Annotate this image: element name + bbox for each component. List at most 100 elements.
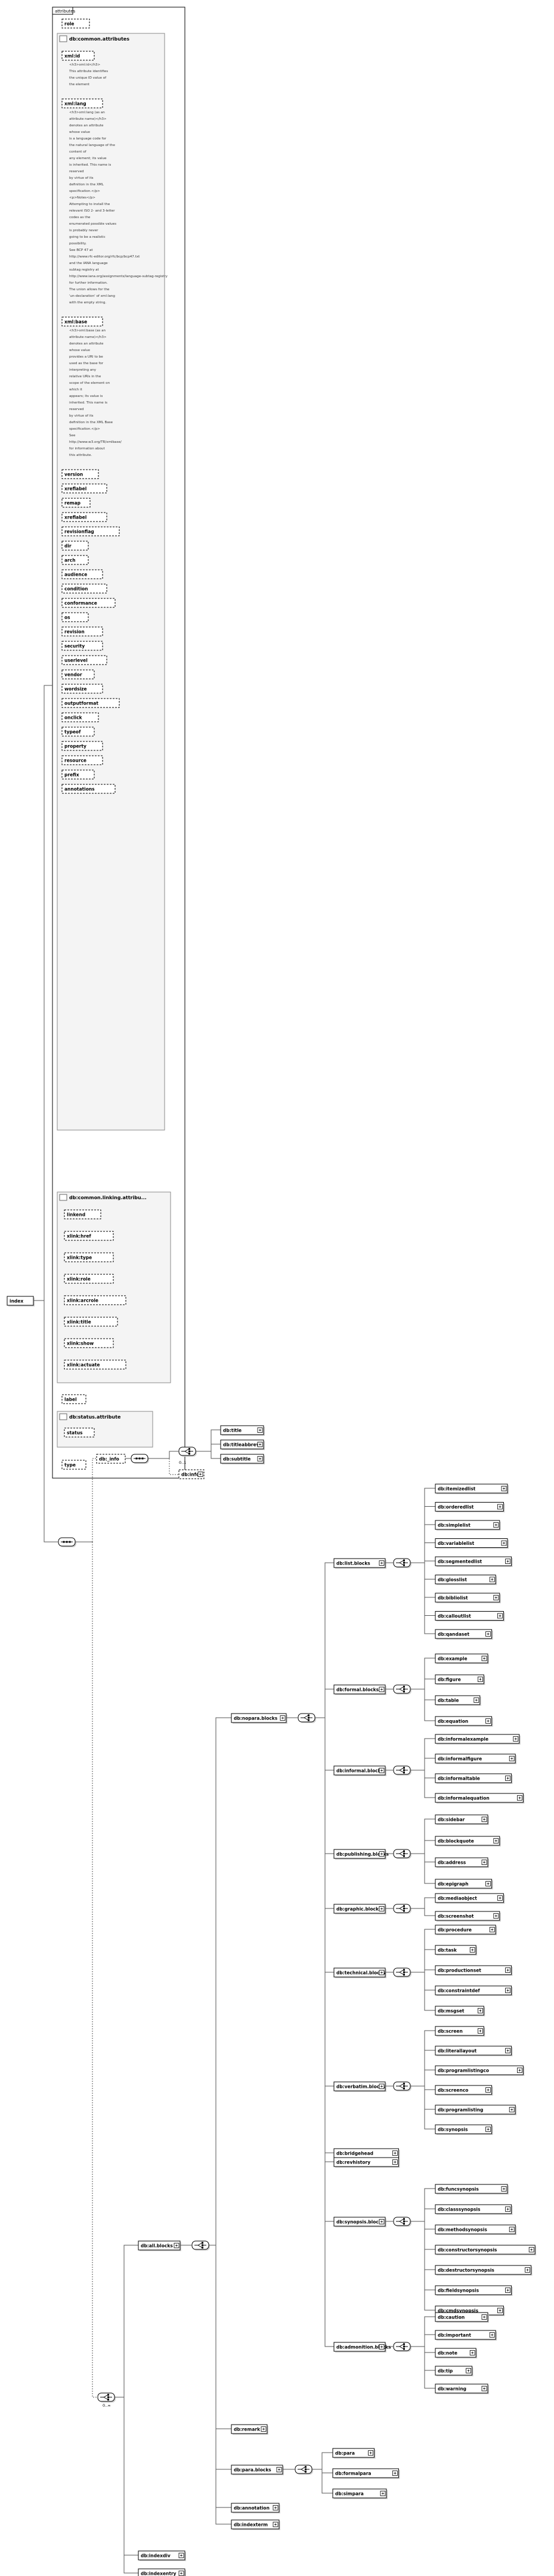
- element-db-informal-blocks[interactable]: db:informal.blocks: [333, 1765, 386, 1776]
- element-db-para[interactable]: db:para: [332, 2448, 376, 2459]
- element-db-orderedlist[interactable]: db:orderedlist: [435, 1502, 505, 1513]
- element-db-screen[interactable]: db:screen: [435, 2026, 485, 2037]
- element-db-blockquote[interactable]: db:blockquote: [435, 1836, 501, 1846]
- element-role[interactable]: role: [61, 18, 90, 29]
- element-annotations[interactable]: annotations: [61, 784, 116, 794]
- element-db-qandaset[interactable]: db:qandaset: [435, 1629, 493, 1640]
- element-db-graphic-blocks[interactable]: db:graphic.blocks: [333, 1904, 386, 1914]
- element-db-constraintdef[interactable]: db:constraintdef: [435, 1985, 513, 1996]
- element-db-subtitle[interactable]: db:subtitle: [220, 1454, 265, 1464]
- element-db-synopsis[interactable]: db:synopsis: [435, 2124, 493, 2135]
- element-db-calloutlist[interactable]: db:calloutlist: [435, 1611, 505, 1622]
- element-db-verbatim-blocks[interactable]: db:verbatim.blocks: [333, 2081, 386, 2092]
- element-property[interactable]: property: [61, 741, 103, 751]
- element-db-destructorsynopsis[interactable]: db:destructorsynopsis: [435, 2265, 533, 2276]
- element-db-info[interactable]: db:_info: [96, 1454, 126, 1464]
- element-db-variablelist[interactable]: db:variablelist: [435, 1538, 509, 1549]
- element-db-msgset[interactable]: db:msgset: [435, 2006, 485, 2016]
- element-db-formalpara[interactable]: db:formalpara: [332, 2468, 400, 2479]
- element-xlink-arcrole[interactable]: xlink:arcrole: [64, 1295, 126, 1305]
- element-db-nopara-blocks[interactable]: db:nopara.blocks: [231, 1713, 287, 1724]
- element-linkend[interactable]: linkend: [64, 1209, 101, 1219]
- element-label[interactable]: label: [61, 1394, 86, 1404]
- element-db-glosslist[interactable]: db:glosslist: [435, 1575, 497, 1585]
- element-db-title[interactable]: db:title: [220, 1425, 265, 1436]
- element-db-simplelist[interactable]: db:simplelist: [435, 1520, 501, 1531]
- element-vendor[interactable]: vendor: [61, 669, 95, 679]
- element-xml-lang[interactable]: xml:lang: [61, 98, 103, 108]
- element-wordsize[interactable]: wordsize: [61, 684, 103, 694]
- element-db-warning[interactable]: db:warning: [435, 2383, 489, 2394]
- element-prefix[interactable]: prefix: [61, 769, 95, 780]
- element-security[interactable]: security: [61, 641, 103, 651]
- element-db-important[interactable]: db:important: [435, 2330, 497, 2341]
- element-resource[interactable]: resource: [61, 755, 103, 765]
- element-xml-id[interactable]: xml:id: [61, 51, 95, 61]
- element-arch[interactable]: arch: [61, 555, 89, 565]
- element-db-literallayout[interactable]: db:literallayout: [435, 2046, 513, 2056]
- element-db-remark[interactable]: db:remark: [231, 2424, 268, 2435]
- element-db-epigraph[interactable]: db:epigraph: [435, 1879, 493, 1889]
- element-db-list-blocks[interactable]: db:list.blocks: [333, 1558, 386, 1569]
- element-db-caution[interactable]: db:caution: [435, 2312, 489, 2323]
- element-xreflabel[interactable]: xreflabel: [61, 483, 107, 494]
- element-db-funcsynopsis[interactable]: db:funcsynopsis: [435, 2184, 509, 2195]
- element-db-itemizedlist[interactable]: db:itemizedlist: [435, 1483, 509, 1494]
- element-db-indexterm[interactable]: db:indexterm: [231, 2519, 280, 2530]
- element-db-methodsynopsis[interactable]: db:methodsynopsis: [435, 2224, 517, 2235]
- element-db-bridgehead[interactable]: db:bridgehead: [333, 2148, 400, 2159]
- element-db-titleabbrev[interactable]: db:titleabbrev: [220, 1439, 265, 1450]
- element-conformance[interactable]: conformance: [61, 598, 116, 608]
- element-dir[interactable]: dir: [61, 541, 89, 551]
- element-db-sidebar[interactable]: db:sidebar: [435, 1814, 489, 1825]
- element-db-informalfigure[interactable]: db:informalfigure: [435, 1753, 517, 1764]
- element-db-para-blocks[interactable]: db:para.blocks: [231, 2465, 284, 2475]
- element-userlevel[interactable]: userlevel: [61, 655, 107, 665]
- element-db-publishing-blocks[interactable]: db:publishing.blocks: [333, 1849, 389, 1860]
- element-index[interactable]: index: [7, 1296, 35, 1306]
- element-audience[interactable]: audience: [61, 569, 103, 579]
- element-xml-base[interactable]: xml:base: [61, 316, 103, 327]
- element-db-programlisting[interactable]: db:programlisting: [435, 2105, 517, 2115]
- element-db-info[interactable]: db:info: [178, 1469, 205, 1479]
- element-db-task[interactable]: db:task: [435, 1945, 478, 1956]
- element-db-technical-blocks[interactable]: db:technical.blocks: [333, 1967, 386, 1978]
- element-xlink-type[interactable]: xlink:type: [64, 1252, 114, 1262]
- element-type[interactable]: type: [61, 1460, 86, 1470]
- element-db-synopsis-blocks[interactable]: db:synopsis.blocks: [333, 2217, 386, 2227]
- element-db-simpara[interactable]: db:simpara: [332, 2488, 388, 2499]
- element-db-screenshot[interactable]: db:screenshot: [435, 1911, 501, 1922]
- element-db-mediaobject[interactable]: db:mediaobject: [435, 1893, 505, 1904]
- element-xlink-title[interactable]: xlink:title: [64, 1317, 118, 1327]
- element-db-procedure[interactable]: db:procedure: [435, 1925, 497, 1935]
- element-revisionflag[interactable]: revisionflag: [61, 526, 120, 536]
- element-xlink-show[interactable]: xlink:show: [64, 1338, 114, 1348]
- element-os[interactable]: os: [61, 612, 89, 622]
- element-db-informalexample[interactable]: db:informalexample: [435, 1734, 521, 1745]
- element-db-indexdiv[interactable]: db:indexdiv: [138, 2550, 186, 2561]
- element-xlink-actuate[interactable]: xlink:actuate: [64, 1360, 126, 1370]
- element-db-classsynopsis[interactable]: db:classsynopsis: [435, 2204, 513, 2215]
- element-xlink-href[interactable]: xlink:href: [64, 1231, 114, 1241]
- element-db-informalequation[interactable]: db:informalequation: [435, 1793, 525, 1804]
- element-db-screenco[interactable]: db:screenco: [435, 2085, 493, 2096]
- element-db-indexentry[interactable]: db:indexentry: [138, 2568, 186, 2576]
- element-db-table[interactable]: db:table: [435, 1695, 481, 1706]
- element-db-segmentedlist[interactable]: db:segmentedlist: [435, 1556, 513, 1567]
- element-db-productionset[interactable]: db:productionset: [435, 1965, 513, 1976]
- element-xlink-role[interactable]: xlink:role: [64, 1274, 114, 1284]
- element-db-admonition-blocks[interactable]: db:admonition.blocks: [333, 2342, 391, 2352]
- element-remap[interactable]: remap: [61, 498, 91, 508]
- element-version[interactable]: version: [61, 469, 99, 479]
- element-onclick[interactable]: onclick: [61, 712, 99, 722]
- element-db-fieldsynopsis[interactable]: db:fieldsynopsis: [435, 2285, 513, 2296]
- element-xreflabel[interactable]: xreflabel: [61, 512, 107, 522]
- element-db-address[interactable]: db:address: [435, 1857, 489, 1868]
- element-db-equation[interactable]: db:equation: [435, 1716, 493, 1727]
- element-db-revhistory[interactable]: db:revhistory: [333, 2157, 400, 2168]
- element-db-formal-blocks[interactable]: db:formal.blocks: [333, 1684, 386, 1695]
- element-db-bibliolist[interactable]: db:bibliolist: [435, 1593, 501, 1603]
- element-status[interactable]: status: [64, 1427, 95, 1438]
- element-db-all-blocks[interactable]: db:all.blocks: [138, 2240, 181, 2251]
- element-revision[interactable]: revision: [61, 626, 103, 637]
